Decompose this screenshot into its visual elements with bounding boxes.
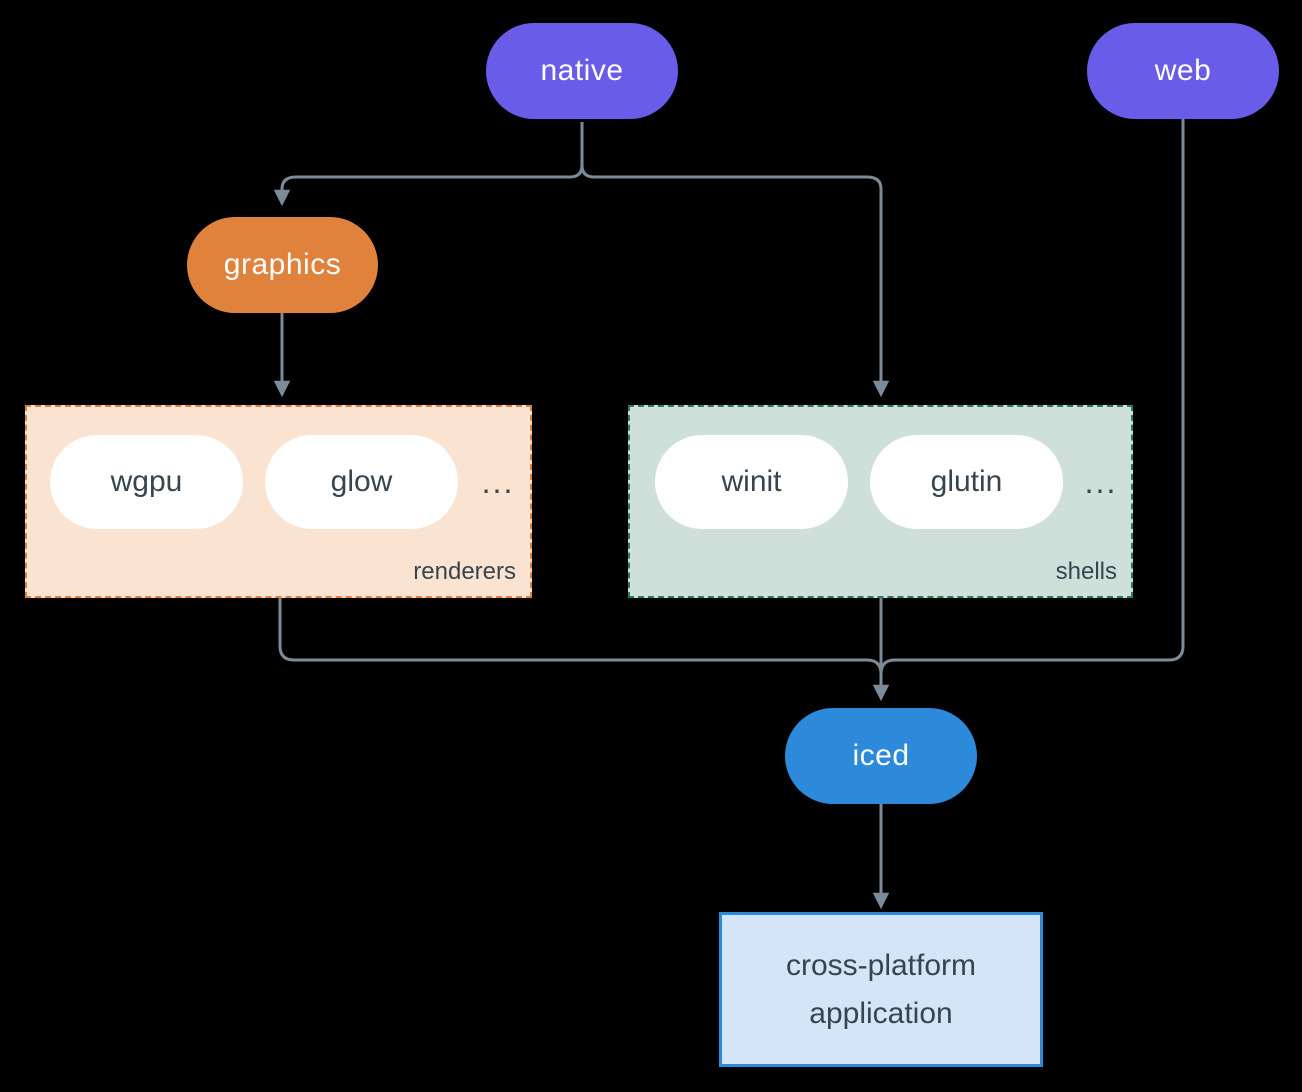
node-glutin-label: glutin [930, 465, 1003, 498]
node-iced-label: iced [852, 739, 910, 772]
node-graphics-label: graphics [223, 248, 342, 281]
shells-ellipsis: ... [1084, 463, 1118, 500]
node-wgpu-label: wgpu [110, 465, 183, 498]
node-winit-label: winit [721, 465, 782, 498]
node-cross-platform-application: cross-platform application [719, 912, 1043, 1067]
node-native: native [486, 23, 678, 119]
node-glow-label: glow [330, 465, 393, 498]
group-renderers: wgpu glow ... renderers [25, 405, 532, 598]
application-label-line2: application [809, 996, 953, 1030]
node-web: web [1087, 23, 1279, 119]
node-winit: winit [655, 435, 848, 529]
group-label-renderers: renderers [413, 558, 516, 585]
node-iced: iced [785, 708, 977, 804]
connector-renderers-to-iced [278, 598, 883, 675]
node-graphics: graphics [187, 217, 378, 313]
group-shells: winit glutin ... shells [628, 405, 1133, 598]
group-label-shells: shells [1055, 558, 1117, 585]
node-glutin: glutin [870, 435, 1063, 529]
connector-native-to-graphics [273, 122, 584, 207]
node-native-label: native [540, 54, 624, 87]
node-wgpu: wgpu [50, 435, 243, 529]
connector-native-to-shells [580, 122, 890, 398]
application-label-line1: cross-platform [785, 948, 977, 982]
node-glow: glow [265, 435, 458, 529]
renderers-ellipsis: ... [481, 463, 515, 500]
node-web-label: web [1154, 54, 1212, 87]
